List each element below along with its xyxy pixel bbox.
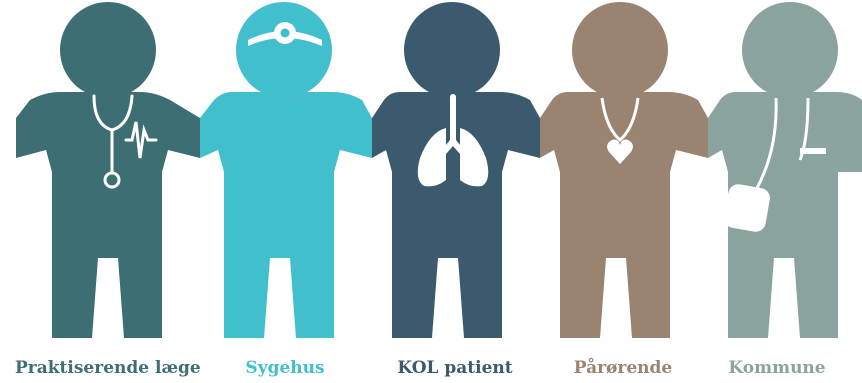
label-kommune: Kommune <box>728 358 826 378</box>
person-head <box>572 2 668 98</box>
heart-necklace-icon <box>600 97 640 164</box>
person-silhouette <box>16 92 200 338</box>
figure-praktiserende-laege <box>16 2 200 338</box>
figure-kommune <box>708 2 862 338</box>
person-head <box>236 2 332 98</box>
label-kol-patient: KOL patient <box>397 358 513 378</box>
people-chain <box>16 2 862 338</box>
label-paaroerende: Pårørende <box>573 358 673 378</box>
figure-sygehus <box>200 2 372 338</box>
nurse-bag-icon <box>724 97 826 232</box>
figure-kol-patient <box>372 2 540 338</box>
person-head <box>742 2 838 98</box>
head-mirror-icon <box>248 22 322 46</box>
person-head <box>404 2 500 98</box>
person-silhouette <box>200 92 372 338</box>
person-silhouette <box>372 92 540 338</box>
person-silhouette <box>540 92 708 338</box>
lungs-icon <box>417 94 489 187</box>
stethoscope-icon <box>92 94 158 189</box>
label-sygehus: Sygehus <box>245 358 325 378</box>
label-praktiserende-laege: Praktiserende læge <box>15 358 201 378</box>
figure-paaroerende <box>540 2 708 338</box>
person-head <box>60 2 156 98</box>
